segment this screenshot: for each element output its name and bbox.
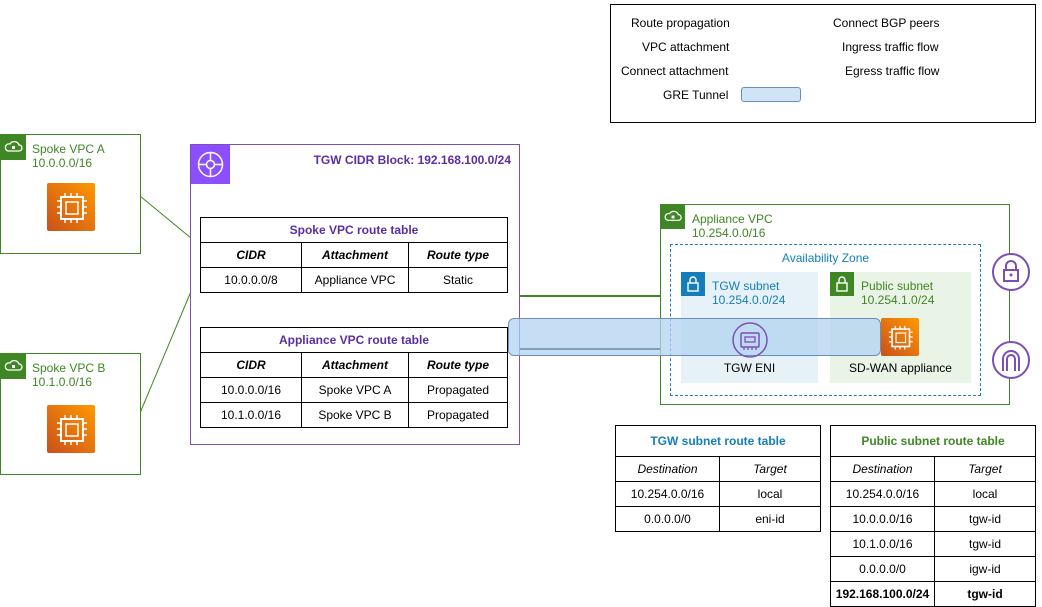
column-header: CIDR bbox=[200, 242, 302, 268]
table-cell: tgw-id bbox=[934, 581, 1036, 607]
table-cell: Propagated bbox=[408, 377, 508, 403]
vpn-gateway-icon bbox=[991, 252, 1031, 292]
table-title: Public subnet route table bbox=[830, 425, 1036, 457]
internet-gateway-icon bbox=[991, 340, 1031, 380]
column-header: Target bbox=[719, 456, 821, 482]
column-header: Attachment bbox=[301, 242, 409, 268]
table-cell: Spoke VPC A bbox=[301, 377, 409, 403]
ec2-instance-icon bbox=[881, 318, 919, 356]
legend-vpc-attachment-label: VPC attachment bbox=[642, 40, 730, 54]
lock-icon bbox=[830, 272, 854, 296]
spoke-vpc-b-name: Spoke VPC B bbox=[32, 361, 106, 375]
table-cell: 192.168.100.0/24 bbox=[830, 581, 935, 607]
table-cell: 10.254.0.0/16 bbox=[615, 481, 720, 507]
table-cell: 0.0.0.0/0 bbox=[830, 556, 935, 582]
ec2-instance-icon bbox=[47, 405, 95, 453]
spoke-vpc-route-table: Spoke VPC route table CIDR Attachment Ro… bbox=[200, 217, 508, 293]
table-cell: 10.0.0.0/16 bbox=[200, 377, 302, 403]
public-subnet-cidr: 10.254.1.0/24 bbox=[861, 293, 935, 307]
table-cell: local bbox=[719, 481, 821, 507]
table-title: Spoke VPC route table bbox=[200, 217, 508, 243]
legend: Route propagation VPC attachment Connect… bbox=[610, 4, 1036, 123]
legend-egress-label: Egress traffic flow bbox=[845, 64, 940, 78]
legend-connect-attachment-label: Connect attachment bbox=[621, 64, 729, 78]
table-row: 10.254.0.0/16 local bbox=[615, 481, 821, 507]
column-header: Target bbox=[934, 456, 1036, 482]
table-cell: igw-id bbox=[934, 556, 1036, 582]
table-row: 0.0.0.0/0 eni-id bbox=[615, 506, 821, 532]
column-header: Destination bbox=[830, 456, 935, 482]
tgw-subnet-name: TGW subnet bbox=[712, 279, 780, 293]
vpc-cloud-icon bbox=[1, 354, 26, 379]
column-header: Destination bbox=[615, 456, 720, 482]
table-cell: 10.0.0.0/8 bbox=[200, 267, 302, 293]
table-cell: 10.0.0.0/16 bbox=[830, 506, 935, 532]
gre-tunnel bbox=[508, 318, 881, 356]
ec2-instance-icon bbox=[47, 183, 95, 231]
table-row: 10.0.0.0/16 tgw-id bbox=[830, 506, 1036, 532]
vpc-cloud-icon bbox=[1, 135, 26, 160]
table-cell: Propagated bbox=[408, 402, 508, 428]
table-title: Appliance VPC route table bbox=[200, 327, 508, 353]
tgw-cidr-block: TGW CIDR Block: 192.168.100.0/24 bbox=[313, 153, 511, 167]
table-cell: Appliance VPC bbox=[301, 267, 409, 293]
table-cell: 10.1.0.0/16 bbox=[830, 531, 935, 557]
table-cell: Static bbox=[408, 267, 508, 293]
network-interface-icon bbox=[730, 320, 770, 360]
column-header: CIDR bbox=[200, 352, 302, 378]
spoke-vpc-b: Spoke VPC B 10.1.0.0/16 bbox=[0, 353, 141, 475]
sd-wan-appliance-label: SD-WAN appliance bbox=[849, 361, 952, 375]
transit-gateway-icon bbox=[191, 145, 230, 184]
legend-route-propagation-label: Route propagation bbox=[631, 16, 730, 30]
spoke-vpc-a-cidr: 10.0.0.0/16 bbox=[32, 156, 93, 170]
table-row: 10.254.0.0/16 local bbox=[830, 481, 1036, 507]
lock-icon bbox=[681, 272, 705, 296]
table-row: 10.0.0.0/8 Appliance VPC Static bbox=[200, 267, 508, 293]
availability-zone-label: Availability Zone bbox=[781, 251, 870, 265]
column-header: Route type bbox=[408, 242, 508, 268]
tgw-subnet-route-table: TGW subnet route table Destination Targe… bbox=[615, 425, 821, 532]
vpc-cloud-icon bbox=[661, 205, 685, 229]
column-header: Route type bbox=[408, 352, 508, 378]
column-header: Attachment bbox=[301, 352, 409, 378]
legend-gre-tunnel-label: GRE Tunnel bbox=[663, 88, 729, 102]
legend-ingress-label: Ingress traffic flow bbox=[842, 40, 939, 54]
tgw-eni-label: TGW ENI bbox=[723, 361, 776, 375]
table-cell: Spoke VPC B bbox=[301, 402, 409, 428]
table-title: TGW subnet route table bbox=[615, 425, 821, 457]
table-cell: 0.0.0.0/0 bbox=[615, 506, 720, 532]
table-row: 10.1.0.0/16 tgw-id bbox=[830, 531, 1036, 557]
spoke-vpc-a: Spoke VPC A 10.0.0.0/16 bbox=[0, 134, 141, 254]
table-cell: 10.1.0.0/16 bbox=[200, 402, 302, 428]
appliance-vpc-name: Appliance VPC bbox=[692, 212, 773, 226]
table-cell: tgw-id bbox=[934, 531, 1036, 557]
table-cell: eni-id bbox=[719, 506, 821, 532]
table-row: 0.0.0.0/0 igw-id bbox=[830, 556, 1036, 582]
table-cell: 10.254.0.0/16 bbox=[830, 481, 935, 507]
appliance-vpc-cidr: 10.254.0.0/16 bbox=[692, 226, 766, 240]
appliance-vpc-route-table: Appliance VPC route table CIDR Attachmen… bbox=[200, 327, 508, 428]
spoke-vpc-b-cidr: 10.1.0.0/16 bbox=[32, 375, 93, 389]
table-cell: local bbox=[934, 481, 1036, 507]
table-cell: tgw-id bbox=[934, 506, 1036, 532]
spoke-vpc-a-name: Spoke VPC A bbox=[32, 142, 105, 156]
public-subnet-name: Public subnet bbox=[861, 279, 934, 293]
public-subnet-route-table: Public subnet route table Destination Ta… bbox=[830, 425, 1036, 607]
table-row: 10.1.0.0/16 Spoke VPC B Propagated bbox=[200, 402, 508, 428]
legend-gre-tunnel-swatch bbox=[741, 87, 801, 102]
legend-connect-bgp-label: Connect BGP peers bbox=[833, 16, 940, 30]
table-row: 192.168.100.0/24 tgw-id bbox=[830, 581, 1036, 607]
table-row: 10.0.0.0/16 Spoke VPC A Propagated bbox=[200, 377, 508, 403]
tgw-subnet-cidr: 10.254.0.0/24 bbox=[712, 293, 786, 307]
